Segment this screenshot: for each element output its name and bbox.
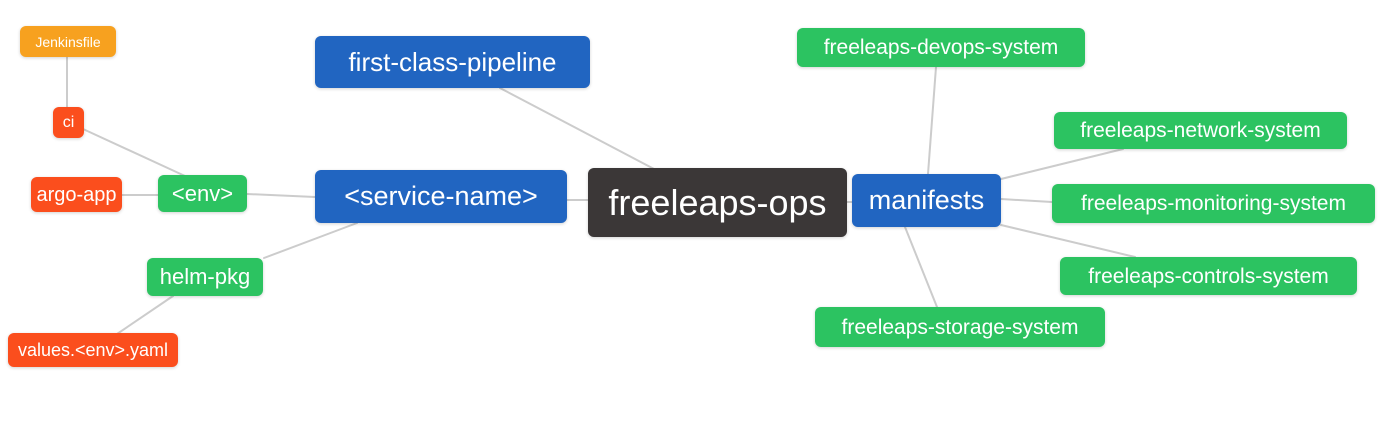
node-ci[interactable]: ci bbox=[53, 107, 84, 138]
edge-manifests-to-freeleaps-monitoring-system bbox=[1000, 198, 1053, 203]
edge-manifests-to-freeleaps-storage-system bbox=[904, 226, 938, 308]
node-freeleaps-devops-system[interactable]: freeleaps-devops-system bbox=[797, 28, 1085, 67]
node-freeleaps-storage-system[interactable]: freeleaps-storage-system bbox=[815, 307, 1105, 347]
node-values-env-yaml[interactable]: values.<env>.yaml bbox=[8, 333, 178, 367]
edge-manifests-to-freeleaps-network-system bbox=[1000, 148, 1124, 180]
edge-env-to-service-name bbox=[246, 193, 316, 198]
node-freeleaps-monitoring-system[interactable]: freeleaps-monitoring-system bbox=[1052, 184, 1375, 223]
edge-service-name-to-helm-pkg bbox=[263, 222, 358, 259]
edge-first-class-pipeline-to-freeleaps-ops bbox=[499, 87, 657, 171]
node-argo-app[interactable]: argo-app bbox=[31, 177, 122, 212]
node-env[interactable]: <env> bbox=[158, 175, 247, 212]
node-freeleaps-network-system[interactable]: freeleaps-network-system bbox=[1054, 112, 1347, 149]
node-freeleaps-controls-system[interactable]: freeleaps-controls-system bbox=[1060, 257, 1357, 295]
edge-helm-pkg-to-values-env-yaml bbox=[116, 295, 174, 335]
node-first-class-pipeline[interactable]: first-class-pipeline bbox=[315, 36, 590, 88]
node-helm-pkg[interactable]: helm-pkg bbox=[147, 258, 263, 296]
node-freeleaps-ops[interactable]: freeleaps-ops bbox=[588, 168, 847, 237]
edge-ci-to-env bbox=[82, 128, 186, 177]
node-manifests[interactable]: manifests bbox=[852, 174, 1001, 227]
edge-manifests-to-freeleaps-controls-system bbox=[1000, 224, 1136, 258]
node-service-name[interactable]: <service-name> bbox=[315, 170, 567, 223]
node-jenkinsfile[interactable]: Jenkinsfile bbox=[20, 26, 116, 57]
edge-manifests-to-freeleaps-devops-system bbox=[927, 66, 937, 175]
